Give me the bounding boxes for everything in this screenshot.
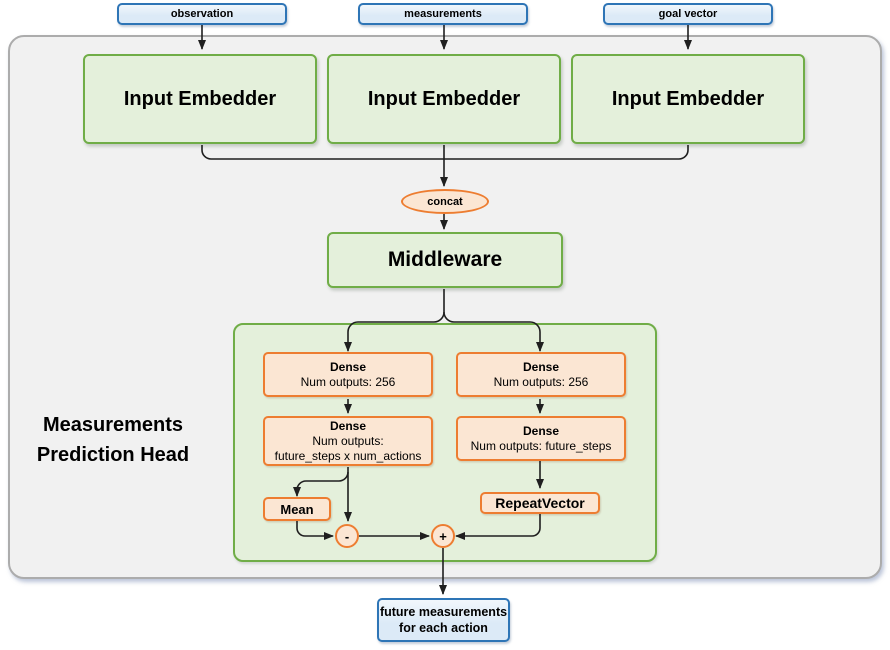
- dense-left-2: Dense Num outputs: future_steps x num_ac…: [263, 416, 433, 466]
- repeat-vector-box: RepeatVector: [480, 492, 600, 514]
- input-embedder-box-1: Input Embedder: [83, 54, 317, 144]
- subtract-label: -: [344, 528, 350, 544]
- dense-left-1: Dense Num outputs: 256: [263, 352, 433, 397]
- prediction-head-title-line1: Measurements: [42, 414, 184, 436]
- input-box-goal-vector: goal vector: [603, 3, 773, 25]
- output-label-line2: for each action: [399, 621, 488, 635]
- dense-title: Dense: [329, 359, 367, 374]
- embedder-label: Input Embedder: [123, 87, 277, 110]
- embedder-label: Input Embedder: [611, 87, 765, 110]
- dense-subtitle: Num outputs: future_steps: [470, 438, 612, 453]
- embedder-label: Input Embedder: [367, 87, 521, 110]
- prediction-head-title: Measurements Prediction Head: [17, 410, 209, 470]
- dense-title: Dense: [329, 418, 367, 433]
- dense-title: Dense: [522, 423, 560, 438]
- add-label: +: [439, 528, 447, 544]
- output-box: future measurements for each action: [377, 598, 510, 642]
- input-embedder-box-2: Input Embedder: [327, 54, 561, 144]
- input-box-observation: observation: [117, 3, 287, 25]
- add-node: +: [431, 524, 455, 548]
- input-label: measurements: [404, 8, 482, 20]
- concat-node: concat: [401, 189, 489, 214]
- repeat-vector-label: RepeatVector: [495, 494, 585, 511]
- dense-subtitle: future_steps x num_actions: [274, 448, 422, 463]
- mean-box: Mean: [263, 497, 331, 521]
- mean-label: Mean: [280, 501, 314, 517]
- input-embedder-box-3: Input Embedder: [571, 54, 805, 144]
- dense-right-2: Dense Num outputs: future_steps: [456, 416, 626, 461]
- dense-right-1: Dense Num outputs: 256: [456, 352, 626, 397]
- dense-subtitle: Num outputs:: [312, 433, 384, 448]
- dense-subtitle: Num outputs: 256: [493, 374, 589, 389]
- input-label: goal vector: [658, 8, 718, 20]
- dense-title: Dense: [522, 359, 560, 374]
- input-label: observation: [170, 8, 234, 20]
- middleware-label: Middleware: [387, 248, 503, 271]
- input-box-measurements: measurements: [358, 3, 528, 25]
- dense-subtitle: Num outputs: 256: [300, 374, 396, 389]
- output-label-line1: future measurements: [379, 605, 508, 619]
- subtract-node: -: [335, 524, 359, 548]
- prediction-head-title-line2: Prediction Head: [36, 444, 190, 466]
- middleware-box: Middleware: [327, 232, 563, 288]
- concat-label: concat: [427, 195, 463, 208]
